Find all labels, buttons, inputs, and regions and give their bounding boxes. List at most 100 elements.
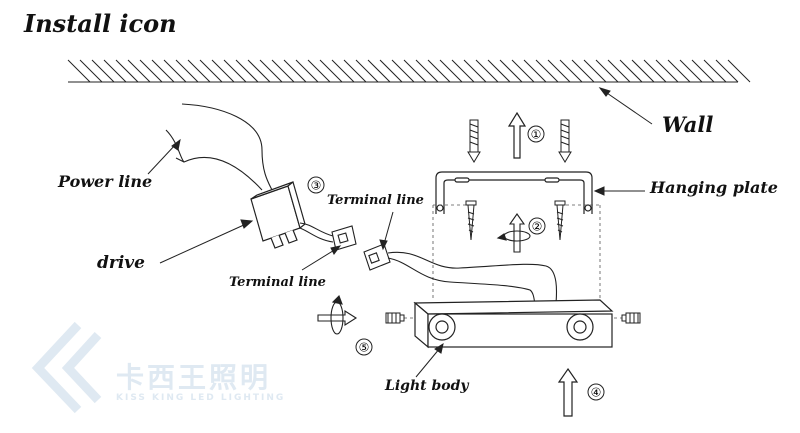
terminal-line-bottom-pointer — [301, 245, 342, 271]
wall-hatch-stroke — [331, 59, 355, 83]
connector-female — [363, 243, 391, 271]
side-screw-left — [385, 312, 405, 324]
step-1-number: ① — [531, 128, 542, 142]
wall-hatch-stroke — [91, 59, 115, 83]
watermark: 卡西王照明 KISS KING LED LIGHTING — [116, 356, 285, 403]
wall-hatch-stroke — [103, 59, 127, 83]
light-body — [413, 299, 614, 349]
wall-hatch-stroke — [187, 59, 211, 83]
step2-rotate-arrow — [496, 213, 531, 253]
light-body-wire — [387, 251, 558, 305]
step-5-badge: ⑤ — [355, 338, 373, 356]
hanging-plate-label: Hanging plate — [650, 178, 778, 197]
wall-hatch-stroke — [223, 59, 247, 83]
wall-hatch-stroke — [307, 59, 331, 83]
wall-label: Wall — [662, 112, 714, 137]
step-2-badge: ② — [528, 217, 546, 235]
drive-output-wire — [299, 222, 334, 243]
wall-hatch-stroke — [559, 59, 583, 83]
wall-hatch-stroke — [283, 59, 307, 83]
hanging-plate — [435, 171, 593, 214]
step5-rotate-arrow — [317, 295, 358, 335]
step-2-number: ② — [532, 220, 543, 234]
wall-hatch-stroke — [127, 59, 151, 83]
wall-hatch-stroke — [175, 59, 199, 83]
wall-hatch-stroke — [667, 59, 691, 83]
step1-wall-anchor-right — [558, 119, 572, 163]
terminal-line-bottom-label: Terminal line — [229, 275, 326, 290]
step2-screw-right — [554, 200, 566, 241]
drive-pointer — [159, 219, 254, 264]
wall-hatch-stroke — [367, 59, 391, 83]
wall-hatch-stroke — [355, 59, 379, 83]
step2-screw-left — [465, 200, 477, 241]
terminal-line-top-pointer — [379, 211, 394, 251]
wall-hatch-stroke — [511, 59, 535, 83]
wall-hatch-stroke — [643, 59, 667, 83]
wall-hatch-stroke — [115, 59, 139, 83]
watermark-brand-en: KISS KING LED LIGHTING — [116, 393, 286, 403]
light-body-label: Light body — [385, 378, 469, 394]
wall-hatch-stroke — [679, 59, 703, 83]
wall-hatch-stroke — [487, 59, 511, 83]
wall-hatch-stroke — [523, 59, 547, 83]
wall-hatch-stroke — [499, 59, 523, 83]
watermark-logo — [31, 321, 102, 414]
wall-hatch-stroke — [571, 59, 595, 83]
wall-hatch-stroke — [139, 59, 163, 83]
page-title: Install icon — [24, 9, 177, 38]
step-4-number: ④ — [591, 386, 602, 400]
wall-hatch-stroke — [703, 59, 727, 83]
wall-hatch-stroke — [583, 59, 607, 83]
wall-hatch-stroke — [211, 59, 235, 83]
wall-hatch-stroke — [427, 59, 451, 83]
wall-hatch-stroke — [439, 59, 463, 83]
step1-wall-anchor-left — [467, 119, 481, 163]
step-3-badge: ③ — [307, 176, 325, 194]
terminal-line-top-label: Terminal line — [327, 193, 424, 208]
wall-hatch-stroke — [463, 59, 487, 83]
light-body-pointer — [415, 342, 444, 378]
wall-hatch-stroke — [715, 59, 739, 83]
wall-hatch-stroke — [415, 59, 439, 83]
wall-hatch-stroke — [79, 59, 103, 83]
wall-hatch-stroke — [475, 59, 499, 83]
wall-hatch-stroke — [295, 59, 319, 83]
step-1-badge: ① — [527, 125, 545, 143]
wall-hatch-stroke — [655, 59, 679, 83]
wall-hatch — [67, 59, 751, 83]
power-line — [165, 103, 273, 191]
wall-hatch-stroke — [595, 59, 619, 83]
wall-hatch-stroke — [271, 59, 295, 83]
watermark-brand-cn: 卡西王照明 — [116, 361, 272, 394]
wall-hatch-stroke — [451, 59, 475, 83]
wall-hatch-stroke — [247, 59, 271, 83]
step-5-number: ⑤ — [359, 341, 370, 355]
power-line-pointer — [147, 138, 181, 175]
wall-hatch-stroke — [547, 59, 571, 83]
wall-hatch-stroke — [199, 59, 223, 83]
wall-hatch-stroke — [607, 59, 631, 83]
step1-up-arrow — [507, 111, 527, 159]
wall-hatch-stroke — [379, 59, 403, 83]
wall-hatch-stroke — [391, 59, 415, 83]
power-line-label: Power line — [58, 172, 153, 191]
wall-hatch-stroke — [343, 59, 367, 83]
step4-up-arrow — [557, 367, 579, 417]
step-4-badge: ④ — [587, 383, 605, 401]
wall-hatch-stroke — [67, 59, 91, 83]
wall-hatch-stroke — [235, 59, 259, 83]
wall-hatch-stroke — [151, 59, 175, 83]
wall-hatch-stroke — [619, 59, 643, 83]
wall-pointer — [598, 87, 653, 125]
wall-hatch-stroke — [691, 59, 715, 83]
wall-hatch-stroke — [163, 59, 187, 83]
wall-hatch-stroke — [403, 59, 427, 83]
wall-hatch-stroke — [727, 59, 751, 83]
hanging-plate-pointer — [593, 186, 645, 196]
side-screw-right — [621, 312, 641, 324]
connector-male — [331, 225, 357, 251]
drive-box — [250, 180, 306, 249]
